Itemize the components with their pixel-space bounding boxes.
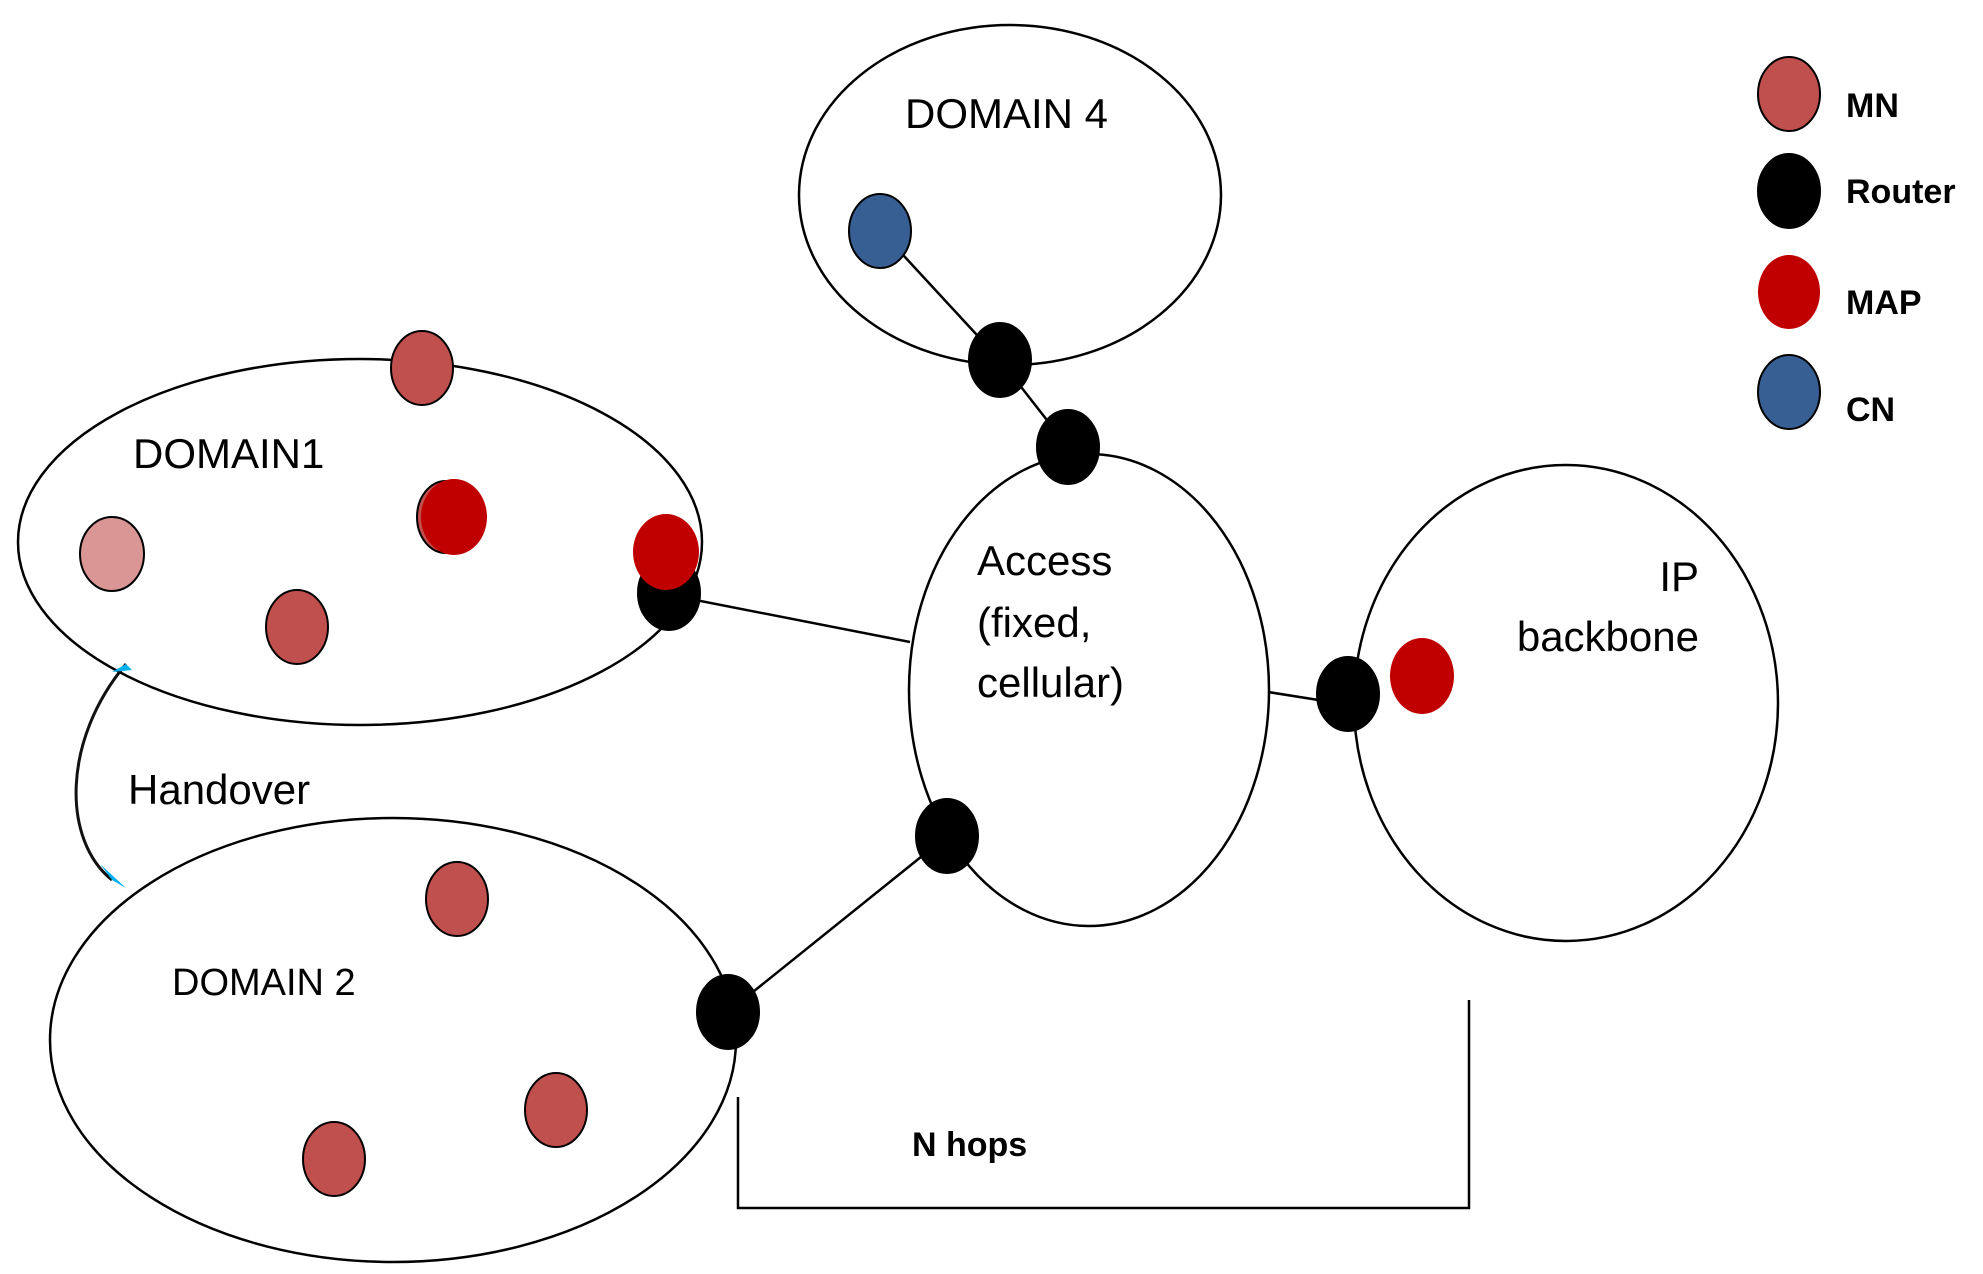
backbone-label-line1: IP [1659,553,1699,600]
domain2-label: DOMAIN 2 [172,962,356,1004]
access-label-line2: (fixed, [977,599,1091,646]
map-node [421,479,487,555]
domain4-ellipse [797,23,1223,367]
domain4-label: DOMAIN 4 [905,90,1108,137]
backbone-label-line2: backbone [1517,613,1699,660]
hops-label: N hops [912,1126,1027,1164]
legend-router-swatch [1757,153,1821,229]
legend-mn-label: MN [1846,87,1899,125]
legend-cn-label: CN [1846,391,1895,429]
router-node [968,322,1032,398]
mn-node [265,589,329,665]
handover-curve [74,663,128,882]
labels: DOMAIN 4 DOMAIN1 DOMAIN 2 Handover Acces… [128,87,1956,1164]
router-node [1316,656,1380,732]
mn-node [390,330,454,406]
link-domain1-access [669,593,911,644]
mn-faded-node [79,516,145,592]
legend-map-label: MAP [1846,284,1922,322]
legend-map-swatch [1758,255,1820,329]
mn-node [524,1072,588,1148]
mn-node [302,1121,366,1197]
mn-node [425,861,489,937]
map-node [1390,638,1454,714]
legend-router-label: Router [1846,173,1956,211]
access-label-line3: cellular) [977,659,1124,706]
legend-mn-swatch [1757,56,1821,132]
cn-node [848,193,912,269]
map-node [633,514,699,590]
hops-bracket [736,1000,1471,1210]
link-access-domain2 [727,835,948,1013]
router-node [1036,409,1100,485]
router-node [915,798,979,874]
handover-label: Handover [128,766,310,813]
domain1-ellipse [16,357,704,727]
domain1-label: DOMAIN1 [133,430,324,477]
nodes [79,56,1821,1197]
handover-arrow [74,663,132,888]
domain2-ellipse [48,816,738,1264]
router-node [696,974,760,1050]
access-label-line1: Access [977,537,1112,584]
legend-cn-swatch [1757,354,1821,430]
